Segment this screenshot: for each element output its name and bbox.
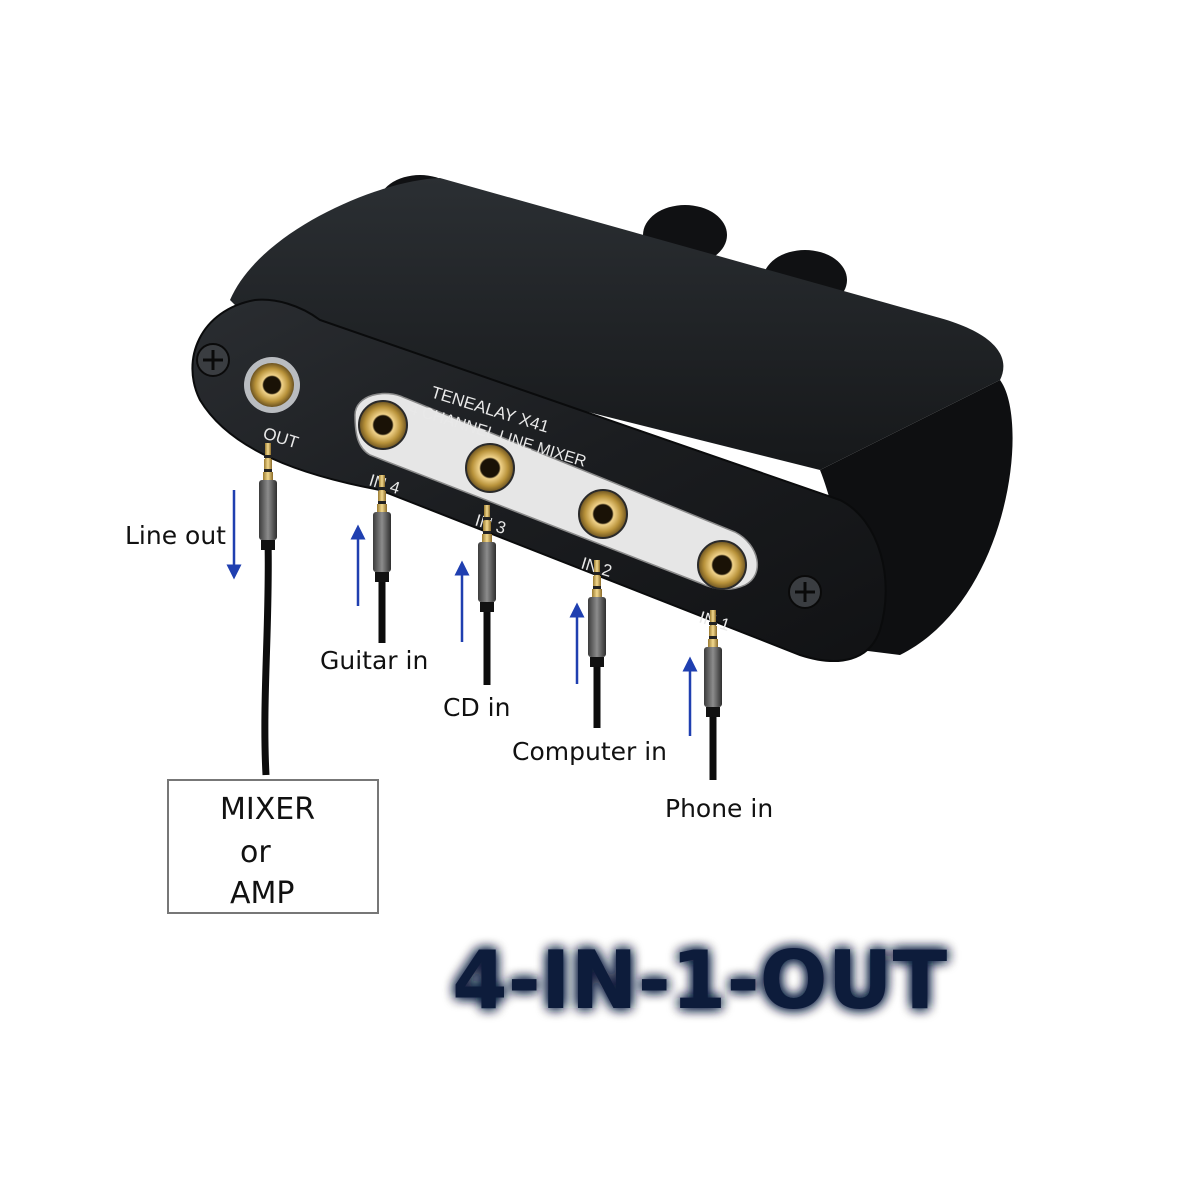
cd-in-label: CD in	[443, 693, 510, 722]
input-jack-3	[465, 443, 515, 493]
label-plate	[354, 392, 759, 591]
panel-screws	[196, 343, 822, 609]
input-jack-1	[697, 540, 747, 590]
destination-line-1: MIXER	[220, 792, 315, 827]
line-out-label: Line out	[125, 521, 226, 550]
line-mixer-device: TENEALAY X41 4 CHANNEL LINE MIXER OUT IN…	[191, 175, 1013, 662]
output-jack	[244, 357, 300, 413]
destination-box: MIXER or AMP	[167, 779, 379, 914]
output-cable	[259, 443, 277, 776]
phone-cable	[704, 610, 722, 780]
device-top-surface	[230, 178, 1004, 470]
destination-line-3: AMP	[230, 876, 295, 911]
destination-line-2: or	[240, 835, 271, 870]
input-jack-2	[578, 489, 628, 539]
input-jack-4	[358, 400, 408, 450]
computer-cable	[588, 560, 606, 728]
headline-4-in-1-out: 4-IN-1-OUT	[452, 934, 948, 1027]
phone-in-label: Phone in	[665, 794, 773, 823]
guitar-cable	[373, 475, 391, 643]
signal-arrows	[226, 490, 698, 736]
computer-in-label: Computer in	[512, 737, 667, 766]
guitar-in-label: Guitar in	[320, 646, 428, 675]
cd-cable	[478, 505, 496, 685]
